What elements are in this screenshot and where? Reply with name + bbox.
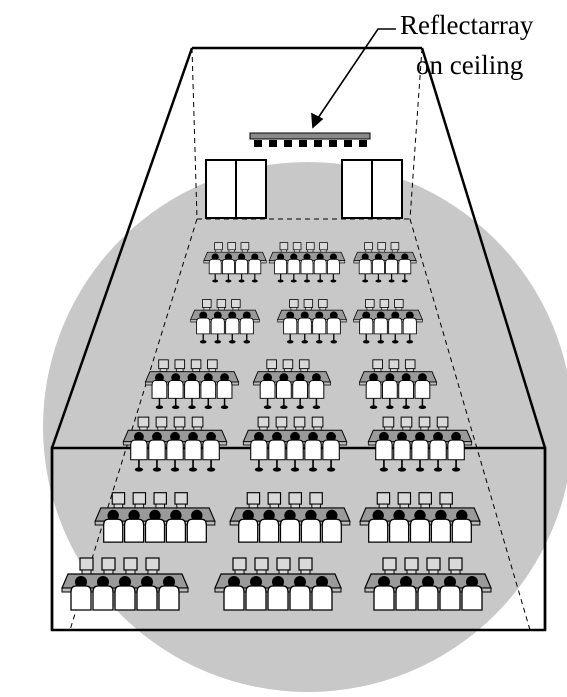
reflectarray-element xyxy=(299,140,307,147)
door-icon xyxy=(206,160,266,218)
reflectarray-element xyxy=(314,140,322,147)
reflectarray-element xyxy=(329,140,337,147)
reflectarray-element xyxy=(254,140,262,147)
reflectarray-label: Reflectarray xyxy=(400,10,533,40)
reflectarray-element xyxy=(359,140,367,147)
reflectarray-panel xyxy=(250,133,370,139)
reflectarray-element xyxy=(269,140,277,147)
reflectarray-icon xyxy=(250,133,370,147)
reflectarray-element xyxy=(284,140,292,147)
arrow-icon xyxy=(312,29,396,127)
ceiling-label: on ceiling xyxy=(416,50,523,80)
reflectarray-element xyxy=(344,140,352,147)
door-icon xyxy=(342,160,402,218)
reflectarray-elements xyxy=(254,140,367,147)
